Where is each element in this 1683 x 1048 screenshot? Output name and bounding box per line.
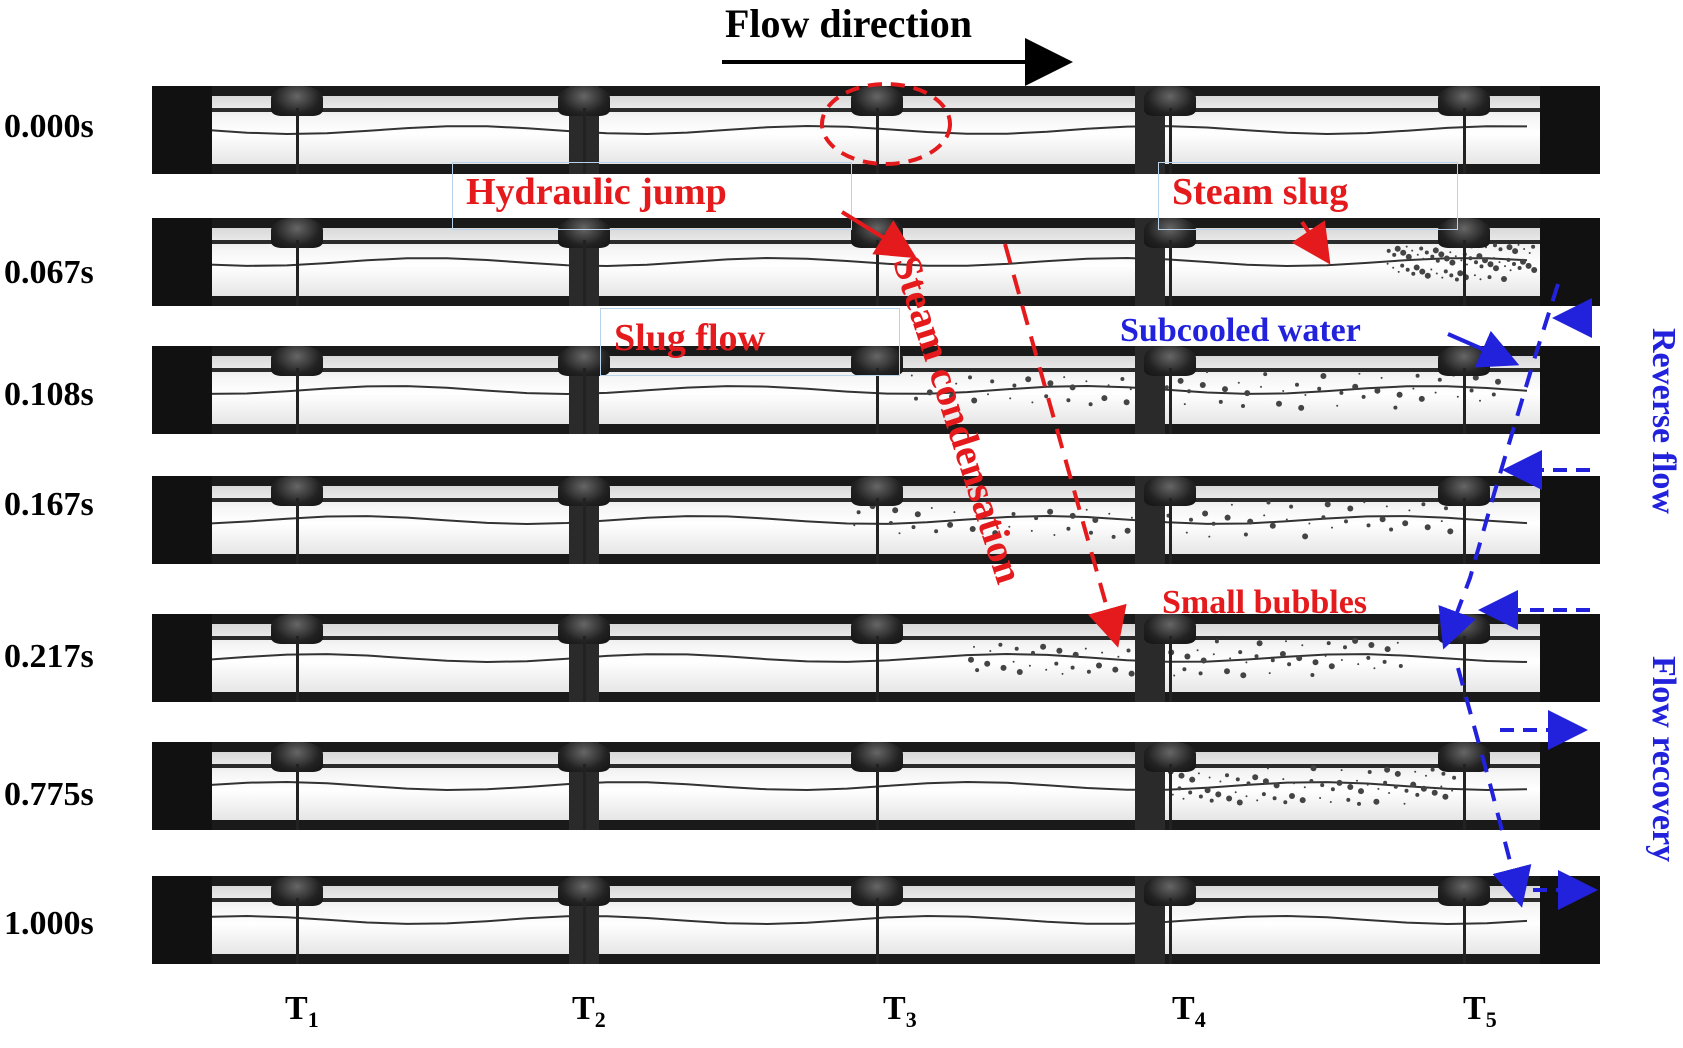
- sensor-probe: [876, 108, 879, 174]
- pipe-endcap-right: [1540, 476, 1600, 564]
- water-interface: [207, 370, 1528, 411]
- sensor-probe: [583, 764, 586, 830]
- sensor-probe: [1169, 764, 1172, 830]
- sensor-probe: [1463, 498, 1466, 564]
- sensor-probe: [876, 636, 879, 702]
- pipe-endcap-left: [152, 346, 212, 434]
- sensor-probe: [1169, 636, 1172, 702]
- sensor-probe: [876, 498, 879, 564]
- reverse-flow-path: [1438, 283, 1560, 650]
- slug-flow-box: [600, 308, 900, 376]
- sensor-probe: [1463, 108, 1466, 174]
- sensor-label-t1: T1: [285, 990, 319, 1032]
- pipe-endcap-right: [1540, 346, 1600, 434]
- pipe-strip-0: [152, 86, 1600, 174]
- sensor-probe: [1463, 764, 1466, 830]
- pipe-endcap-left: [152, 86, 212, 174]
- steam-slug-arrow: [1291, 220, 1331, 265]
- sensor-probe: [1169, 240, 1172, 306]
- pipe-endcap-right: [1540, 86, 1600, 174]
- sensor-label-t2: T2: [572, 990, 606, 1032]
- sensor-probe: [1169, 898, 1172, 964]
- sensor-probe: [296, 636, 299, 702]
- pipe-endcap-right: [1540, 742, 1600, 830]
- small-bubbles-label: Small bubbles: [1162, 584, 1368, 621]
- pipe-strip-5: [152, 742, 1600, 830]
- time-label-6: 1.000s: [4, 905, 94, 942]
- sensor-probe: [1463, 636, 1466, 702]
- sensor-probe: [583, 498, 586, 564]
- sensor-label-t3: T3: [883, 990, 917, 1032]
- pipe-strip-2: [152, 346, 1600, 434]
- pipe-endcap-left: [152, 476, 212, 564]
- water-interface: [207, 637, 1528, 679]
- steam-condensation-arrow: [1003, 243, 1127, 648]
- time-label-4: 0.217s: [4, 638, 94, 675]
- sensor-probe: [583, 636, 586, 702]
- water-interface: [207, 124, 1528, 136]
- time-label-1: 0.067s: [4, 254, 94, 291]
- reverse-flow-label: Reverse flow: [1645, 328, 1682, 514]
- pipe-strip-3: [152, 476, 1600, 564]
- highlight-ellipse: [820, 82, 952, 166]
- sensor-probe: [296, 898, 299, 964]
- sensor-probe: [296, 498, 299, 564]
- sensor-probe: [876, 240, 879, 306]
- sensor-probe: [876, 764, 879, 830]
- water-interface: [207, 914, 1528, 926]
- hydraulic-jump-box: [452, 162, 852, 230]
- sensor-probe: [876, 898, 879, 964]
- pipe-endcap-left: [152, 742, 212, 830]
- pipe-endcap-left: [152, 614, 212, 702]
- hydraulic-jump-label: Hydraulic jump: [466, 171, 727, 213]
- sensor-probe: [583, 898, 586, 964]
- sensor-probe: [296, 764, 299, 830]
- sensor-probe: [1463, 368, 1466, 434]
- sensor-probe: [1463, 240, 1466, 306]
- subcooled-water-label: Subcooled water: [1120, 312, 1361, 349]
- sensor-probe: [1169, 368, 1172, 434]
- sensor-probe: [296, 368, 299, 434]
- water-interface: [207, 765, 1528, 806]
- sensor-probe: [583, 108, 586, 174]
- sensor-probe: [583, 240, 586, 306]
- time-label-0: 0.000s: [4, 108, 94, 145]
- sensor-probe: [1169, 108, 1172, 174]
- subcooled-water-arrow: [1447, 330, 1520, 368]
- time-label-2: 0.108s: [4, 376, 94, 413]
- slug-flow-label: Slug flow: [614, 317, 765, 359]
- pipe-endcap-left: [152, 876, 212, 964]
- pipe-endcap-right: [1540, 614, 1600, 702]
- sensor-probe: [876, 368, 879, 434]
- flow-recovery-path: [1456, 667, 1532, 908]
- time-label-5: 0.775s: [4, 776, 94, 813]
- time-label-3: 0.167s: [4, 486, 94, 523]
- sensor-probe: [1169, 498, 1172, 564]
- pipe-strip-4: [152, 614, 1600, 702]
- sensor-probe: [1463, 898, 1466, 964]
- sensor-probe: [583, 368, 586, 434]
- flow-direction-title: Flow direction: [725, 1, 973, 46]
- flow-recovery-label: Flow recovery: [1645, 656, 1682, 863]
- sensor-probe: [296, 108, 299, 174]
- pipe-strip-6: [152, 876, 1600, 964]
- pipe-endcap-left: [152, 218, 212, 306]
- sensor-probe: [296, 240, 299, 306]
- pipe-endcap-right: [1540, 218, 1600, 306]
- sensor-label-t4: T4: [1172, 990, 1206, 1032]
- steam-slug-label: Steam slug: [1172, 171, 1349, 213]
- sensor-label-t5: T5: [1463, 990, 1497, 1032]
- hydraulic-jump-arrow: [840, 210, 917, 259]
